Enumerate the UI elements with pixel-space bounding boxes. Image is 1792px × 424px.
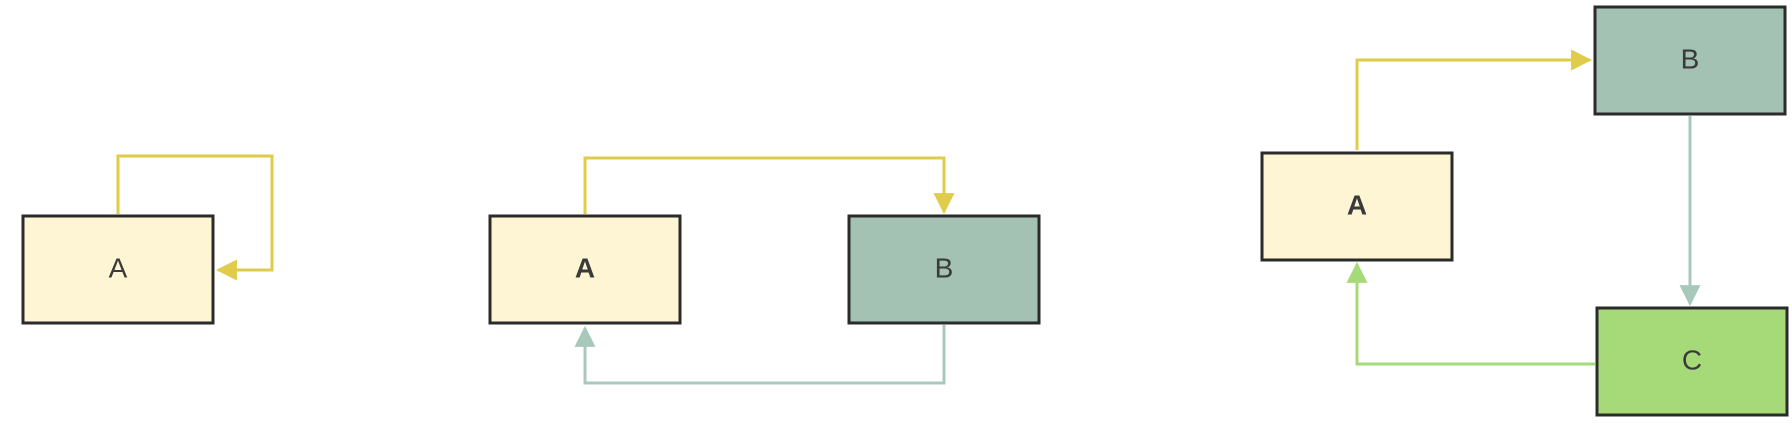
edge-b-to-a bbox=[574, 325, 946, 385]
edge-c-to-a bbox=[1346, 261, 1595, 366]
node-a: A bbox=[1260, 151, 1454, 262]
node-b-label: B bbox=[1681, 43, 1700, 74]
edge-a-to-b bbox=[1355, 49, 1593, 150]
node-a-label: A bbox=[1347, 189, 1367, 220]
edge-a-to-a bbox=[116, 154, 274, 281]
node-c: C bbox=[1595, 306, 1789, 417]
node-a: A bbox=[21, 214, 215, 325]
node-a-label: A bbox=[109, 252, 128, 283]
node-b-label: B bbox=[935, 252, 954, 283]
node-a-label: A bbox=[575, 252, 595, 283]
node-c-label: C bbox=[1682, 344, 1702, 375]
diagram-three-node-cycle: A B C bbox=[1260, 5, 1789, 417]
node-a: A bbox=[488, 214, 682, 325]
node-b: B bbox=[847, 214, 1041, 325]
node-b: B bbox=[1593, 5, 1787, 116]
edge-a-to-b bbox=[583, 156, 955, 215]
diagram-two-node-cycle: A B bbox=[488, 156, 1041, 385]
diagram-self-loop: A bbox=[21, 154, 274, 325]
